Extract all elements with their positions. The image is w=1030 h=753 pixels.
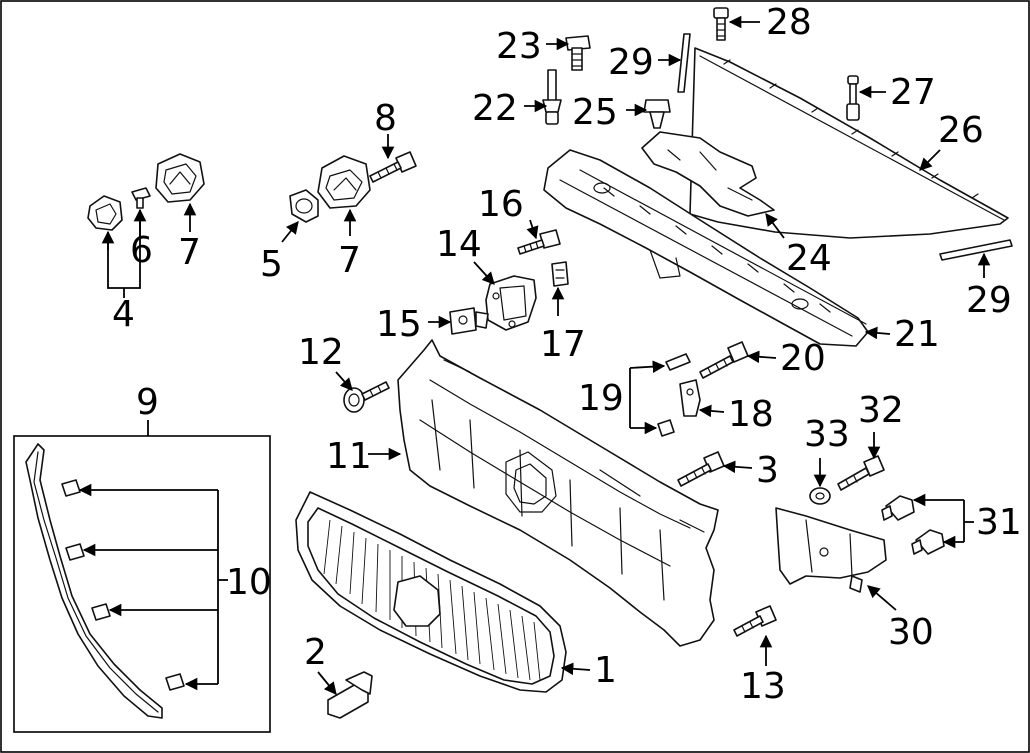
part-emblem-4 [87,195,123,231]
callout-5: 5 [260,244,283,285]
part-clip-17 [551,261,569,287]
part-clips-31 [881,495,945,555]
callout-13: 13 [740,666,786,707]
callout-25: 25 [572,92,618,133]
callout-29-bottom: 29 [966,280,1012,321]
callout-20: 20 [780,338,826,379]
part-bracket-30 [775,507,887,593]
callout-24: 24 [786,238,832,279]
part-clips-19 [657,353,691,437]
part-bolt-12 [343,381,390,413]
part-clip-25 [643,99,671,129]
inset-box [13,435,271,733]
callout-27: 27 [890,72,936,113]
callout-15: 15 [376,304,422,345]
callout-10: 10 [226,562,272,603]
callout-33: 33 [804,414,850,455]
callout-19: 19 [578,378,624,419]
part-bolt-20 [699,341,749,379]
callout-1: 1 [594,650,617,691]
callout-6: 6 [130,230,153,271]
part-top-clip [713,7,729,41]
part-washer-33 [809,487,831,505]
part-reinforcement-21 [543,149,869,347]
callout-21: 21 [894,314,940,355]
callout-7-right: 7 [338,240,361,281]
part-deflector-24 [641,131,775,217]
callout-17: 17 [540,324,586,365]
callout-3: 3 [756,450,779,491]
callout-labels: 1 2 3 4 5 6 7 7 8 9 10 11 12 13 14 15 16… [112,2,1022,707]
part-clip-6 [131,187,151,209]
part-emblem-7-right [317,155,371,209]
part-grille-1 [295,491,567,693]
leader-lines [78,15,991,695]
callout-11: 11 [326,436,372,477]
part-pin-right [846,75,860,121]
part-molding-9 [25,443,163,719]
callout-18: 18 [728,394,774,435]
part-clip-15 [449,307,489,335]
callout-30: 30 [888,612,934,653]
callout-29-top: 29 [608,42,654,83]
callout-2: 2 [304,632,327,673]
part-upper-panel [689,47,1009,239]
part-bolt-8 [369,151,417,183]
part-clips-10 [61,479,185,691]
part-bracket-14 [485,275,537,331]
part-bracket-18 [679,379,701,417]
part-bolt-23 [565,35,591,71]
callout-8: 8 [374,98,397,139]
callout-28: 28 [766,2,812,43]
part-carrier-11 [397,339,719,647]
part-seal-strip-lower [939,239,1013,261]
callout-26: 26 [938,110,984,151]
callout-31: 31 [976,502,1022,543]
callout-7-left: 7 [178,232,201,273]
part-bolt-13 [733,605,777,637]
part-emblem-7-left [155,153,205,203]
part-bracket-2 [327,671,373,719]
part-bolt-3 [677,451,725,487]
part-bolt-16 [517,229,561,255]
part-bolt-32 [837,455,885,491]
callout-9: 9 [136,382,159,423]
callout-4: 4 [112,294,135,335]
part-cap-5 [289,189,319,223]
callout-16: 16 [478,184,524,225]
part-seal-strip-upper [677,33,691,93]
part-pin-22 [542,69,562,125]
callout-14: 14 [436,224,482,265]
callout-22: 22 [472,88,518,129]
callout-12: 12 [298,332,344,373]
callout-23: 23 [496,26,542,67]
callout-32: 32 [858,390,904,431]
